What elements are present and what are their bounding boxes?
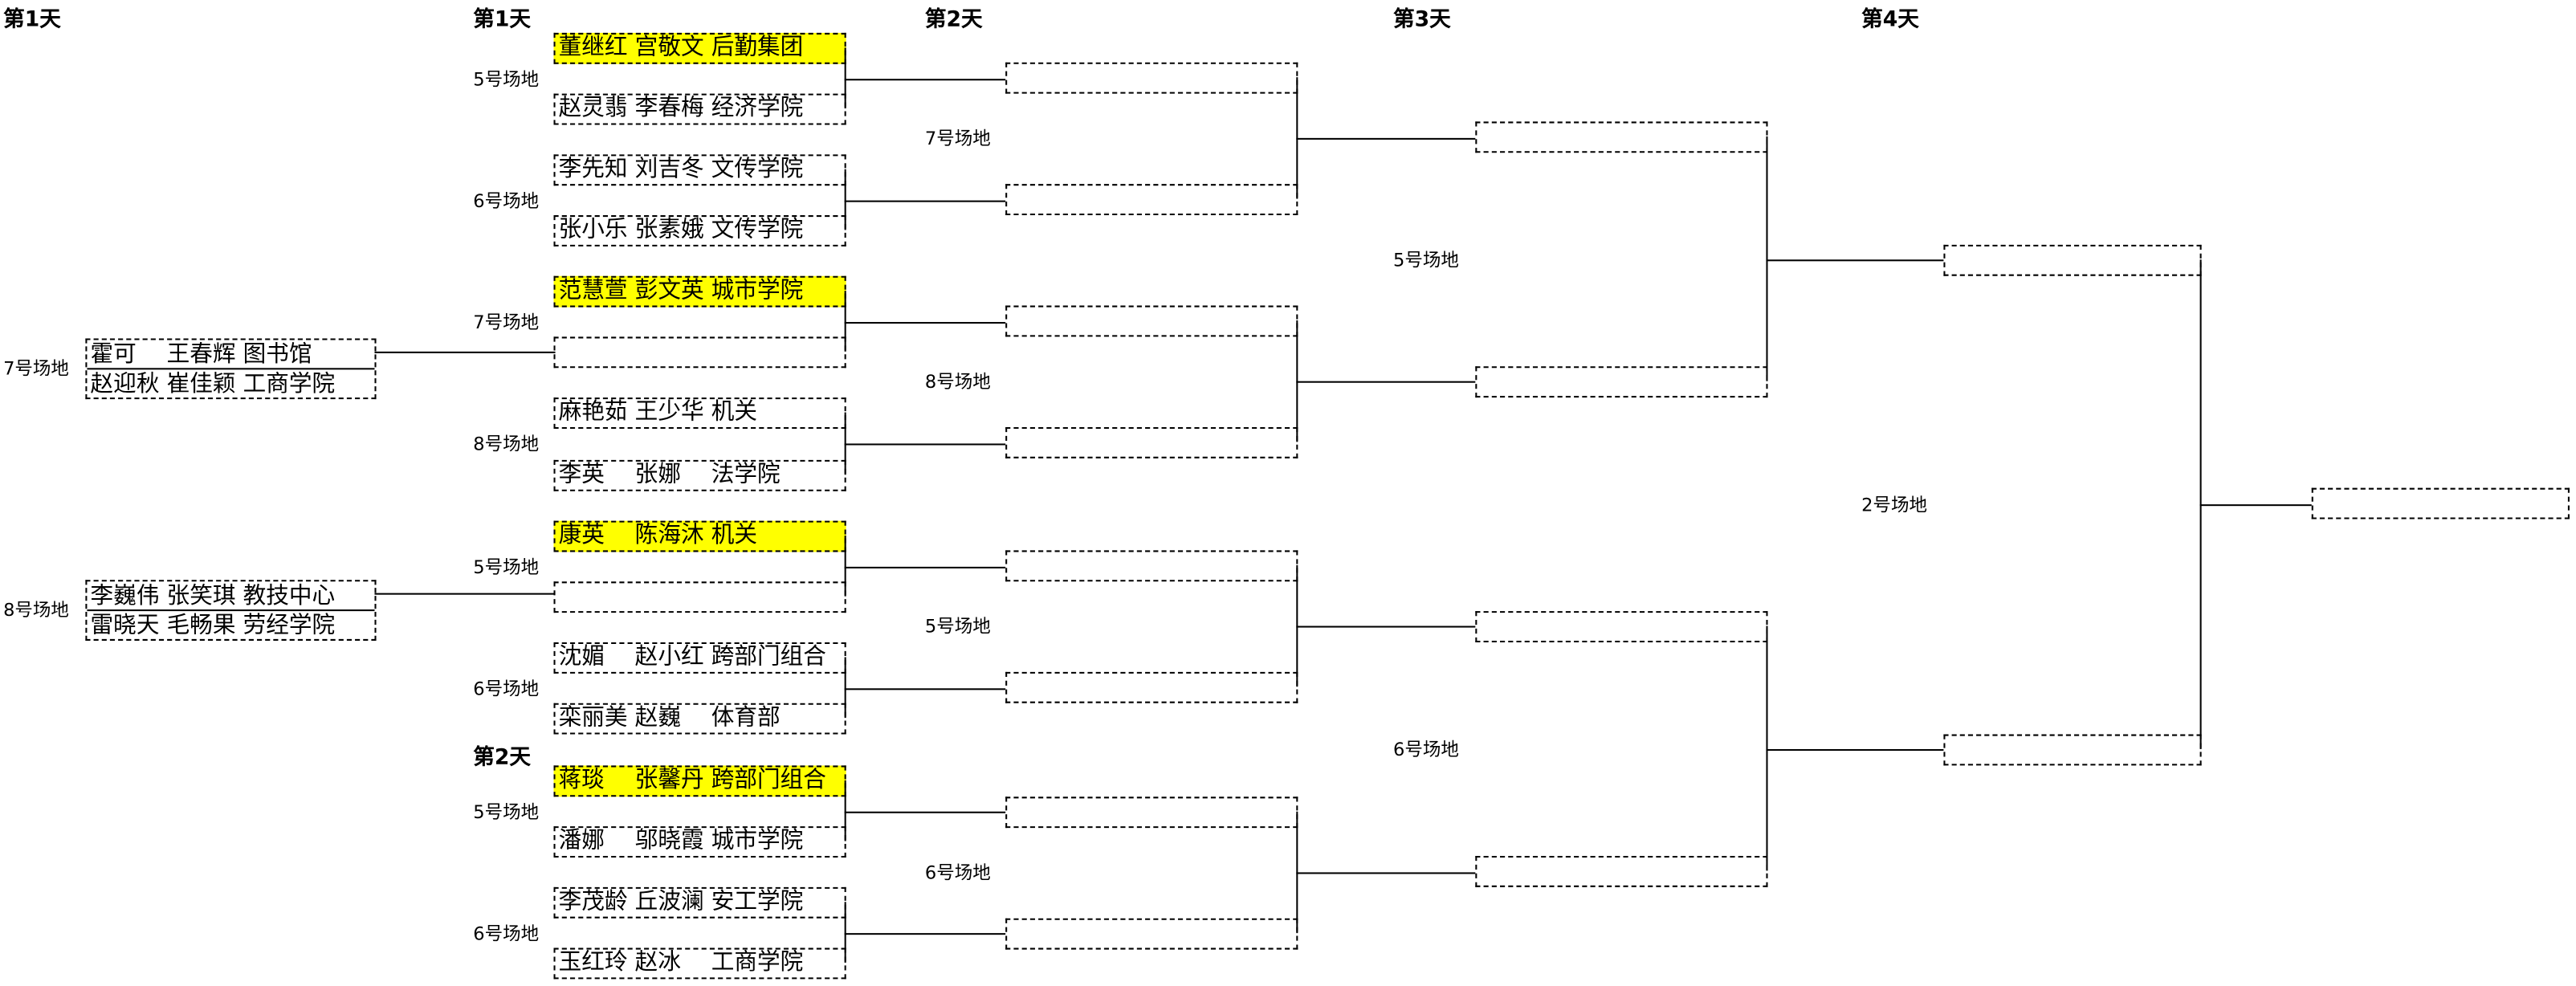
connector <box>1296 137 1476 140</box>
bracket-slot <box>1005 62 1298 94</box>
connector <box>844 291 846 352</box>
connector <box>844 657 846 719</box>
connector <box>1766 748 1944 752</box>
connector <box>844 200 1006 202</box>
connector <box>1296 381 1476 383</box>
bracket-slot <box>1943 244 2202 276</box>
bracket-slot <box>1943 734 2202 766</box>
connector <box>844 169 846 230</box>
venue-label: 6号场地 <box>473 190 540 212</box>
connector <box>844 535 846 597</box>
bracket-slot <box>1475 366 1768 398</box>
bracket-slot <box>1005 918 1298 950</box>
day-header: 第2天 <box>924 8 983 33</box>
connector <box>1766 136 1768 381</box>
connector <box>1296 625 1476 628</box>
connector <box>844 933 1006 935</box>
venue-label: 6号场地 <box>1393 739 1459 761</box>
day-header: 第4天 <box>1861 8 1919 33</box>
bracket-slot: 康英 陈海沐 机关 <box>553 520 846 552</box>
bracket-slot: 李英 张娜 法学院 <box>553 459 846 491</box>
connector <box>844 780 846 841</box>
day-header: 第1天 <box>473 8 531 33</box>
venue-label: 6号场地 <box>473 678 540 700</box>
bracket-slot: 玉红玲 赵冰 工商学院 <box>553 947 846 980</box>
venue-label: 6号场地 <box>924 862 991 884</box>
venue-label: 8号场地 <box>473 434 540 455</box>
venue-label: 7号场地 <box>3 358 69 380</box>
connector <box>844 322 1006 324</box>
bracket-slot <box>1005 184 1298 216</box>
bracket-slot <box>1005 797 1298 829</box>
bracket-slot <box>553 336 846 369</box>
bracket-slot: 李先知 刘吉冬 文传学院 <box>553 154 846 186</box>
venue-label: 7号场地 <box>924 128 991 150</box>
venue-label: 8号场地 <box>924 371 991 393</box>
venue-label: 7号场地 <box>473 312 540 334</box>
bracket-slot <box>1475 121 1768 153</box>
bracket-slot: 潘娜 邬晓霞 城市学院 <box>553 826 846 858</box>
connector <box>844 811 1006 813</box>
venue-label: 5号场地 <box>473 556 540 579</box>
connector <box>1296 872 1476 874</box>
round1-match: 霍可 王春辉 图书馆赵迎秋 崔佳颖 工商学院 <box>85 338 377 400</box>
connector <box>844 79 1006 81</box>
bracket-slot <box>553 581 846 613</box>
bracket-slot: 李茂龄 丘波澜 安工学院 <box>553 886 846 919</box>
player-entry: 赵迎秋 崔佳颖 工商学院 <box>90 371 336 398</box>
connector <box>844 688 1006 691</box>
player-entry: 霍可 王春辉 图书馆 <box>87 340 375 370</box>
day-header: 第3天 <box>1393 8 1451 33</box>
player-entry: 李巍伟 张笑琪 教技中心 <box>87 581 375 612</box>
venue-label: 6号场地 <box>473 923 540 945</box>
bracket-slot: 沈媚 赵小红 跨部门组合 <box>553 642 846 674</box>
round1-match: 李巍伟 张笑琪 教技中心雷晓天 毛畅果 劳经学院 <box>85 580 377 641</box>
bracket-slot <box>1005 671 1298 703</box>
venue-label: 2号场地 <box>1861 494 1927 516</box>
bracket-slot: 蒋琰 张馨丹 跨部门组合 <box>553 765 846 797</box>
connector <box>844 443 1006 446</box>
player-entry: 雷晓天 毛畅果 劳经学院 <box>90 613 336 639</box>
bracket-slot: 赵灵翡 李春梅 经济学院 <box>553 93 846 125</box>
bracket-slot: 董继红 宫敬文 后勤集团 <box>553 32 846 64</box>
bracket-slot: 范慧萱 彭文英 城市学院 <box>553 275 846 308</box>
connector <box>2199 504 2312 507</box>
connector <box>1766 625 1768 871</box>
venue-label: 5号场地 <box>473 801 540 824</box>
bracket-slot <box>1005 305 1298 337</box>
venue-label: 5号场地 <box>473 68 540 91</box>
connector <box>844 902 846 963</box>
venue-label: 8号场地 <box>3 599 69 621</box>
bracket-slot <box>1475 611 1768 642</box>
venue-label: 5号场地 <box>924 616 991 638</box>
bracket-slot: 麻艳茹 王少华 机关 <box>553 397 846 430</box>
connector <box>844 566 1006 568</box>
connector <box>374 351 556 353</box>
bracket-slot <box>1005 426 1298 458</box>
bracket-slot <box>1005 550 1298 582</box>
day-header: 第2天 <box>473 745 531 771</box>
connector <box>844 47 846 109</box>
bracket-slot: 张小乐 张素娥 文传学院 <box>553 215 846 246</box>
connector <box>1766 259 1944 262</box>
bracket-slot <box>1475 855 1768 887</box>
connector <box>374 593 556 595</box>
venue-label: 5号场地 <box>1393 249 1459 271</box>
bracket-slot: 栾丽美 赵巍 体育部 <box>553 703 846 735</box>
bracket-slot <box>2311 487 2570 519</box>
day-header: 第1天 <box>3 8 61 33</box>
